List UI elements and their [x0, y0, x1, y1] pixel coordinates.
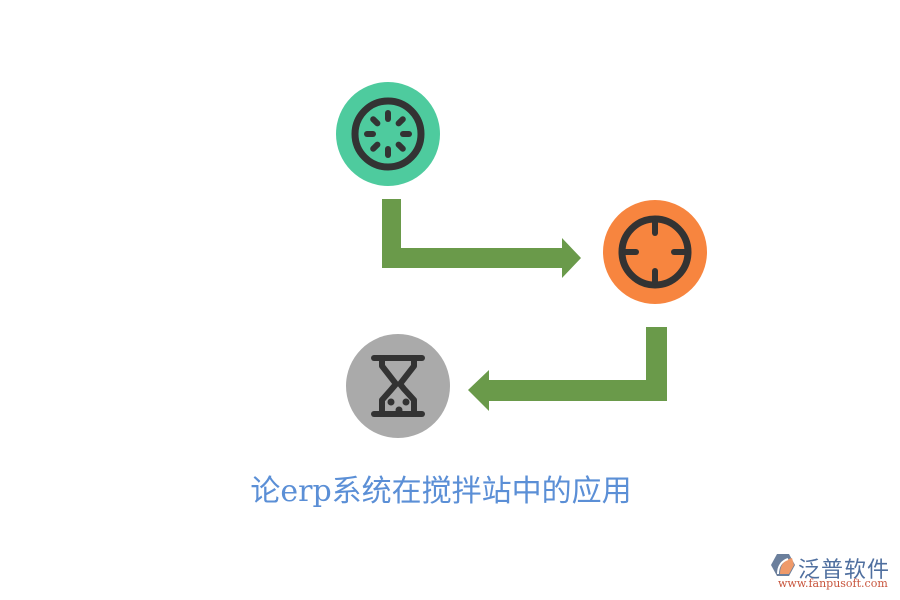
fanpu-logo-icon: [771, 554, 795, 576]
gray-node: [346, 334, 450, 438]
orange-node: [603, 200, 707, 304]
loading-spinner-icon: [351, 97, 425, 171]
brand-url: www.fanpusoft.com: [778, 577, 888, 590]
diagram-title-text: 论erp系统在搅拌站中的应用: [250, 474, 632, 509]
green-node: [336, 82, 440, 186]
brand-name: 泛普软件: [798, 558, 891, 583]
diagram-title: 论erp系统在搅拌站中的应用: [0, 466, 900, 510]
hourglass-icon: [371, 355, 425, 417]
watermark-logo: 泛普软件 www.fanpusoft.com: [768, 550, 893, 595]
crosshair-target-icon: [618, 215, 692, 289]
